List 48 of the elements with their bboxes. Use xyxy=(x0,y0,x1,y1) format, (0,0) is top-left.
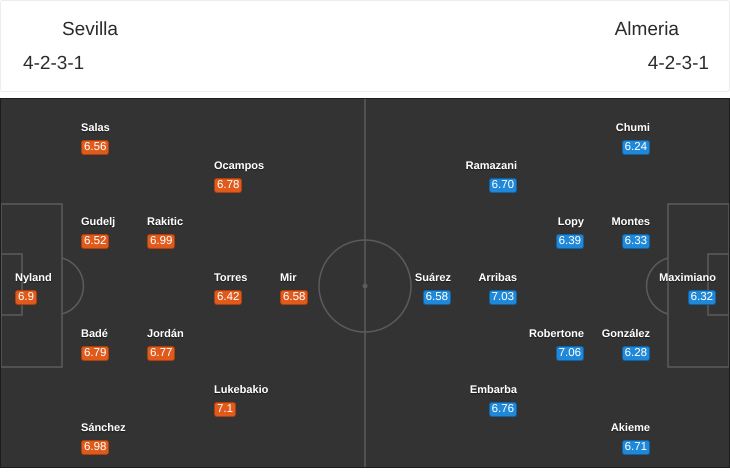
player-name: Sánchez xyxy=(81,422,126,435)
rating-badge: 6.33 xyxy=(622,234,650,249)
rating-badge: 7.1 xyxy=(214,402,236,417)
player-name: Suárez xyxy=(414,272,451,285)
rating-badge: 6.52 xyxy=(81,234,110,249)
player-name: Akieme xyxy=(610,422,650,435)
player-name: Montes xyxy=(612,216,650,229)
player-name: González xyxy=(602,328,650,341)
formation: 4-2-3-1 xyxy=(23,53,84,75)
player-name: Torres xyxy=(214,272,248,285)
rating-badge: 6.99 xyxy=(147,234,176,249)
rating-badge: 6.98 xyxy=(81,440,110,455)
rating-badge: 7.03 xyxy=(488,290,517,305)
rating-badge: 7.06 xyxy=(556,346,584,361)
rating-badge: 6.24 xyxy=(622,140,650,155)
player-name: Nyland xyxy=(15,272,52,285)
rating-badge: 6.32 xyxy=(688,290,716,305)
player-name: Lopy xyxy=(558,216,584,229)
rating-badge: 6.77 xyxy=(147,346,176,361)
player-name: Rakitic xyxy=(147,216,184,229)
player-name: Embarba xyxy=(470,384,517,397)
player-name: Chumi xyxy=(616,122,650,135)
team-name: Sevilla xyxy=(62,19,118,41)
player-name: Lukebakio xyxy=(214,384,268,397)
rating-badge: 6.76 xyxy=(488,402,517,417)
player-name: Badé xyxy=(81,328,108,341)
rating-badge: 6.39 xyxy=(556,234,584,249)
rating-badge: 6.58 xyxy=(280,290,308,305)
player-name: Arribas xyxy=(478,272,517,285)
rating-badge: 6.79 xyxy=(81,346,110,361)
player-name: Robertone xyxy=(529,328,584,341)
player-name: Ramazani xyxy=(466,160,517,173)
rating-badge: 6.71 xyxy=(622,440,650,455)
rating-badge: 6.28 xyxy=(622,346,650,361)
player-name: Jordán xyxy=(147,328,184,341)
team-name: Almeria xyxy=(614,19,679,41)
rating-badge: 6.42 xyxy=(214,290,242,305)
player-name: Mir xyxy=(280,272,296,285)
player-name: Maximiano xyxy=(659,272,716,285)
formation: 4-2-3-1 xyxy=(648,53,709,75)
player-name: Gudelj xyxy=(81,216,116,229)
rating-badge: 6.70 xyxy=(488,178,517,193)
player-name: Ocampos xyxy=(214,160,264,173)
rating-badge: 6.9 xyxy=(15,290,37,305)
player-name: Salas xyxy=(81,122,110,135)
rating-badge: 6.78 xyxy=(214,178,242,193)
rating-badge: 6.56 xyxy=(81,140,110,155)
rating-badge: 6.58 xyxy=(422,290,451,305)
